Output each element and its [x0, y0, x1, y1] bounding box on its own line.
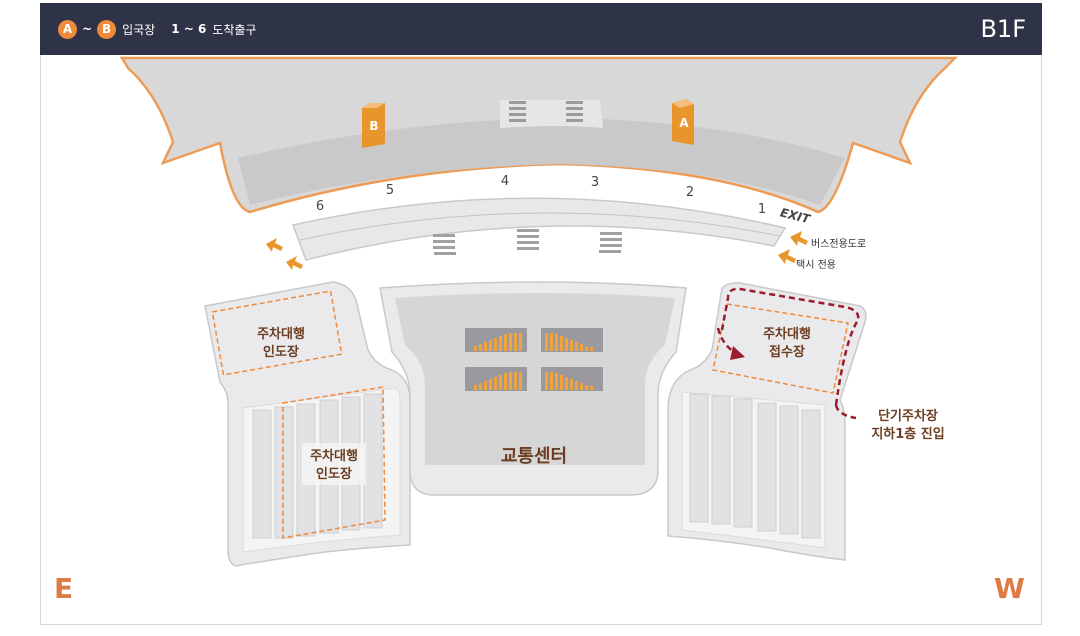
- escalator-icon: [509, 101, 526, 122]
- legend-exits-label: 도착출구: [212, 22, 257, 37]
- legend-exits-range: 1 ~ 6: [171, 22, 207, 36]
- valet-dropoff-top-line2: 인도장: [263, 344, 299, 360]
- exit-1: 1: [758, 202, 766, 217]
- legend-gates-label: 입국장: [122, 22, 156, 37]
- gate-b-label: B: [369, 119, 378, 133]
- escalator-icon: [599, 232, 622, 253]
- valet-reception-area: [712, 303, 849, 394]
- escalator-icon: [545, 333, 593, 351]
- direction-arrow-icon: [266, 238, 303, 270]
- valet-dropoff-bottom-area: [282, 386, 386, 539]
- gate-badge-start: A: [58, 19, 77, 39]
- bus-road-label: 버스전용도로: [811, 238, 866, 250]
- walkway-lane: [299, 212, 781, 241]
- legend: A ~ B 입국장 1 ~ 6 도착출구: [58, 3, 256, 55]
- short-term-parking-line1: 단기주차장: [878, 408, 938, 424]
- escalator-icon: [474, 333, 522, 351]
- direction-east: E: [54, 572, 73, 605]
- short-term-parking-line2: 지하1층 진입: [871, 426, 944, 442]
- valet-dropoff-top-area: [211, 290, 343, 376]
- exit-5: 5: [386, 183, 394, 198]
- escalator-icon: [433, 234, 456, 255]
- exit-4: 4: [501, 174, 509, 189]
- valet-dropoff-bottom-line1: 주차대행: [310, 448, 358, 464]
- exit-2: 2: [686, 185, 694, 200]
- route-exit-line: [834, 404, 857, 420]
- transport-center-floor: [395, 293, 675, 465]
- escalator-icon: [474, 372, 522, 390]
- gate-badge-end: B: [97, 19, 117, 39]
- escalator-icon: [517, 229, 539, 250]
- gate-a-label: A: [679, 116, 689, 130]
- taxi-label: 택시 전용: [796, 259, 836, 271]
- route-arrowhead-icon: [730, 346, 745, 360]
- transport-center-label: 교통센터: [501, 446, 567, 467]
- short-term-parking-route: [720, 287, 860, 406]
- legend-range-sep: ~: [82, 22, 93, 36]
- valet-dropoff-bottom-label-bg: [302, 443, 366, 485]
- direction-arrow-icon: [778, 231, 808, 264]
- escalator-icon: [566, 101, 583, 122]
- direction-west: W: [994, 572, 1025, 605]
- floor-label: B1F: [980, 15, 1026, 43]
- header-bar: A ~ B 입국장 1 ~ 6 도착출구 B1F: [40, 3, 1042, 55]
- valet-dropoff-bottom-line2: 인도장: [316, 466, 352, 482]
- valet-reception-line2: 접수장: [769, 344, 805, 360]
- exit-6: 6: [316, 199, 324, 214]
- escalator-icon: [545, 372, 593, 390]
- gate-a-marker-icon: A: [672, 99, 694, 145]
- exit-3: 3: [591, 175, 599, 190]
- parking-stalls-left: [252, 393, 383, 539]
- parking-stalls-right: [689, 393, 821, 539]
- arrival-walkway: [291, 197, 787, 261]
- gate-b-marker-icon: B: [362, 103, 385, 148]
- valet-dropoff-top-line1: 주차대행: [257, 326, 305, 342]
- valet-reception-line1: 주차대행: [763, 326, 811, 342]
